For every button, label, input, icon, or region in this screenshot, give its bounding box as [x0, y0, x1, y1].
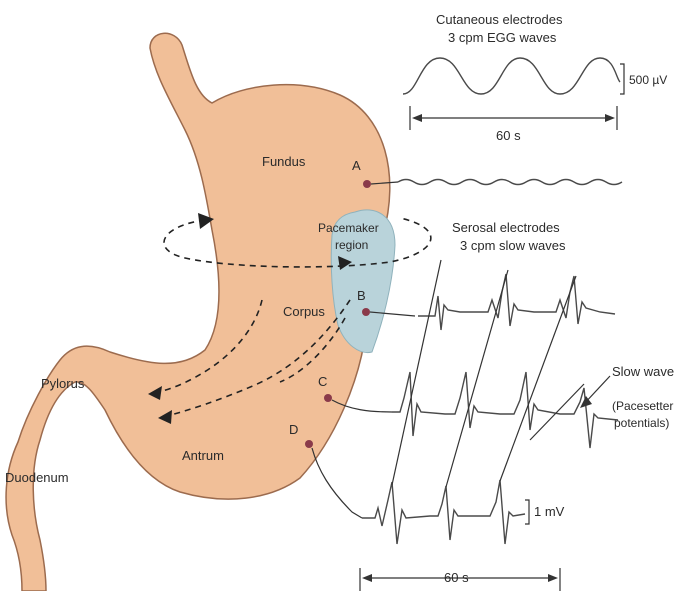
serosal-title-2: 3 cpm slow waves [460, 238, 566, 253]
egg-sine-trace [403, 58, 620, 94]
electrode-c-label: C [318, 374, 327, 389]
egg-scale-label: 500 µV [629, 73, 667, 87]
electrode-b-label: B [357, 288, 366, 303]
duodenum-label: Duodenum [5, 470, 69, 485]
trace-b [418, 274, 615, 330]
mv-scale-label: 1 mV [534, 504, 565, 519]
slow-wave-label-2: (Pacesetter [612, 399, 673, 413]
mv-scale-bar [525, 500, 529, 524]
electrode-c-dot [324, 394, 332, 402]
bottom-time-arrow-right [548, 574, 558, 582]
lead-wire-d [312, 448, 362, 518]
egg-time-bracket [410, 106, 617, 130]
electrode-b-dot [362, 308, 370, 316]
trace-a [398, 180, 622, 185]
serosal-title-1: Serosal electrodes [452, 220, 560, 235]
propagation-line-1 [392, 260, 441, 485]
cutaneous-title-2: 3 cpm EGG waves [448, 30, 557, 45]
pylorus-label: Pylorus [41, 376, 85, 391]
electrode-a-dot [363, 180, 371, 188]
slow-wave-label-3: potentials) [614, 416, 669, 430]
propagation-line-3 [500, 276, 576, 481]
pacemaker-label-1: Pacemaker [318, 221, 379, 235]
egg-time-label: 60 s [496, 128, 521, 143]
egg-time-arrow-right [605, 114, 615, 122]
electrode-a-label: A [352, 158, 361, 173]
bottom-time-label: 60 s [444, 570, 469, 585]
corpus-label: Corpus [283, 304, 325, 319]
electrode-d-label: D [289, 422, 298, 437]
bottom-time-arrow-left [362, 574, 372, 582]
cutaneous-title-1: Cutaneous electrodes [436, 12, 563, 27]
egg-scale-bar [620, 64, 624, 94]
antrum-label: Antrum [182, 448, 224, 463]
stomach-shape [6, 33, 390, 591]
propagation-line-4 [530, 384, 584, 440]
pacemaker-label-2: region [335, 238, 368, 252]
fundus-label: Fundus [262, 154, 306, 169]
trace-c [392, 372, 618, 448]
trace-d [362, 480, 525, 544]
propagation-line-2 [446, 270, 508, 487]
egg-time-arrow-left [412, 114, 422, 122]
electrode-d-dot [305, 440, 313, 448]
slow-wave-label-1: Slow wave [612, 364, 674, 379]
